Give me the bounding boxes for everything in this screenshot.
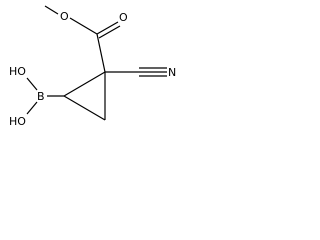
atom-label-hydroxyl-bottom: HO xyxy=(9,115,26,128)
bond-ring-top-left xyxy=(63,71,106,97)
bond-carbonyl-double-1 xyxy=(96,21,119,35)
atom-label-boron: B xyxy=(37,90,45,103)
molecule-canvas: O O N B HO HO xyxy=(0,0,198,148)
atom-label-nitrile-nitrogen: N xyxy=(168,66,176,79)
bond-ring-left-bottom xyxy=(63,95,106,121)
atom-label-carbonyl-oxygen: O xyxy=(119,11,128,24)
bond-methyl-o xyxy=(44,5,59,15)
structure-diagram: O O N B HO HO xyxy=(9,5,176,128)
bond-carbonyl-double-2 xyxy=(98,25,121,39)
bond-carbonyl-ring xyxy=(96,33,106,73)
bond-o-carbonyl-c xyxy=(69,17,98,35)
bond-boron-oh-bottom xyxy=(26,101,38,115)
atom-label-ester-oxygen: O xyxy=(60,10,69,23)
atom-label-hydroxyl-top: HO xyxy=(9,65,26,78)
bond-boron-oh-top xyxy=(26,77,38,91)
